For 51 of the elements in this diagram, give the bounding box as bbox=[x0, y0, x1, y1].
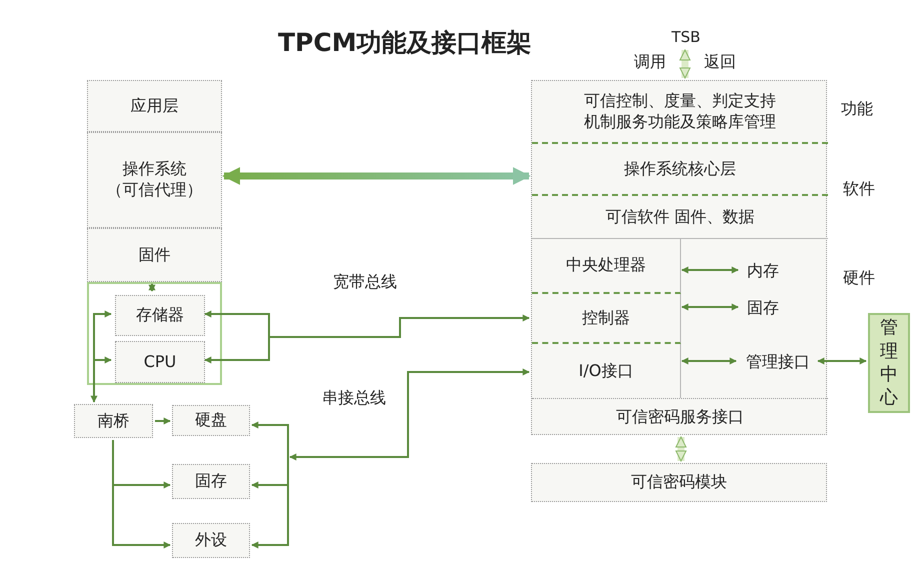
interface-label: TSB bbox=[668, 28, 704, 48]
arrow bbox=[113, 482, 171, 488]
bus-line bbox=[90, 360, 98, 403]
title: TPCM功能及接口框架 bbox=[278, 27, 532, 59]
arrow bbox=[204, 310, 270, 337]
layer-box: 可信控制、度量、判定支持机制服务功能及策略库管理 bbox=[532, 81, 828, 144]
layer-box: 应用层 bbox=[87, 80, 222, 132]
group-frame bbox=[87, 282, 222, 385]
arrow bbox=[676, 436, 686, 462]
component-label: 内存 bbox=[741, 258, 785, 284]
layer-box: 固件 bbox=[87, 228, 222, 282]
bus-line bbox=[289, 368, 530, 460]
component-box: I/O接口 bbox=[532, 344, 681, 398]
arrow bbox=[112, 485, 171, 548]
component-label: 固存 bbox=[741, 295, 785, 321]
component-box: 固存 bbox=[172, 464, 250, 499]
layer-box: 操作系统核心层 bbox=[532, 144, 828, 196]
component-box: 控制器 bbox=[532, 294, 681, 344]
arrow bbox=[251, 457, 289, 548]
category-label: 功能 bbox=[841, 99, 873, 120]
arrow bbox=[681, 304, 739, 310]
arrow bbox=[817, 358, 867, 364]
layer-box: 操作系统（可信代理） bbox=[87, 132, 222, 228]
component-box: 存储器 bbox=[115, 295, 205, 336]
arrow bbox=[251, 422, 289, 457]
arrow bbox=[93, 310, 112, 360]
call-label: 调用 bbox=[634, 52, 666, 73]
arrow bbox=[94, 356, 112, 364]
bus-line bbox=[269, 314, 530, 338]
component-box: 外设 bbox=[172, 523, 250, 558]
category-label: 硬件 bbox=[843, 268, 875, 289]
arrow bbox=[681, 266, 739, 274]
return-label: 返回 bbox=[704, 52, 736, 73]
module-box: 可信密码模块 bbox=[531, 463, 827, 502]
component-box: 中央处理器 bbox=[532, 239, 681, 294]
component-box: 硬盘 bbox=[172, 405, 250, 436]
arrow bbox=[204, 337, 270, 364]
layer-box: 可信密码服务接口 bbox=[532, 398, 828, 436]
framework-panel bbox=[531, 80, 827, 435]
component-box: CPU bbox=[115, 341, 205, 383]
arrow bbox=[681, 358, 737, 364]
bus-line bbox=[112, 440, 114, 485]
component-label: 管理接口 bbox=[739, 349, 817, 375]
component-box: 南桥 bbox=[74, 404, 153, 438]
arrow bbox=[155, 418, 171, 424]
arrow bbox=[222, 167, 531, 185]
arrow bbox=[680, 50, 690, 78]
category-label: 软件 bbox=[843, 179, 875, 200]
layer-box: 可信软件 固件、数据 bbox=[532, 196, 828, 239]
center-box: 管理中心 bbox=[868, 313, 910, 413]
arrow bbox=[148, 283, 156, 292]
